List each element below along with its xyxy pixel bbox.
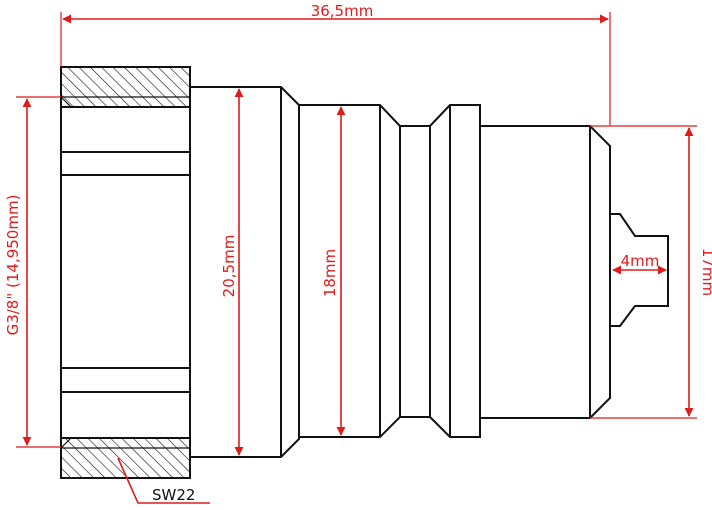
collar xyxy=(429,104,481,438)
groove xyxy=(400,125,431,418)
thread-chamfer-bottom xyxy=(60,437,190,449)
body-section xyxy=(190,86,300,458)
neck-section xyxy=(299,104,401,438)
thread-label: G3/8" (14,950mm) xyxy=(4,195,22,336)
coupling-outline xyxy=(60,66,669,479)
neck-diameter-label: 18mm xyxy=(321,249,339,297)
nut-thread-hatch-top xyxy=(60,66,191,108)
valve-diameter-label: 4mm xyxy=(621,252,660,270)
dimensions: 36,5mm G3/8" (14,950mm) 20,5mm 18mm 17mm… xyxy=(4,2,712,504)
nut-body xyxy=(60,66,191,479)
overall-length-label: 36,5mm xyxy=(311,2,374,20)
thread-chamfer-top xyxy=(60,96,190,108)
leader-wrench-size xyxy=(117,457,210,504)
nut-thread-hatch-bottom xyxy=(60,437,191,479)
body-diameter-label: 20,5mm xyxy=(220,235,238,298)
wrench-size-label: SW22 xyxy=(152,486,195,504)
front-diameter-label: 17mm xyxy=(699,248,712,296)
valve-tip xyxy=(610,213,669,327)
front-section xyxy=(480,125,611,419)
